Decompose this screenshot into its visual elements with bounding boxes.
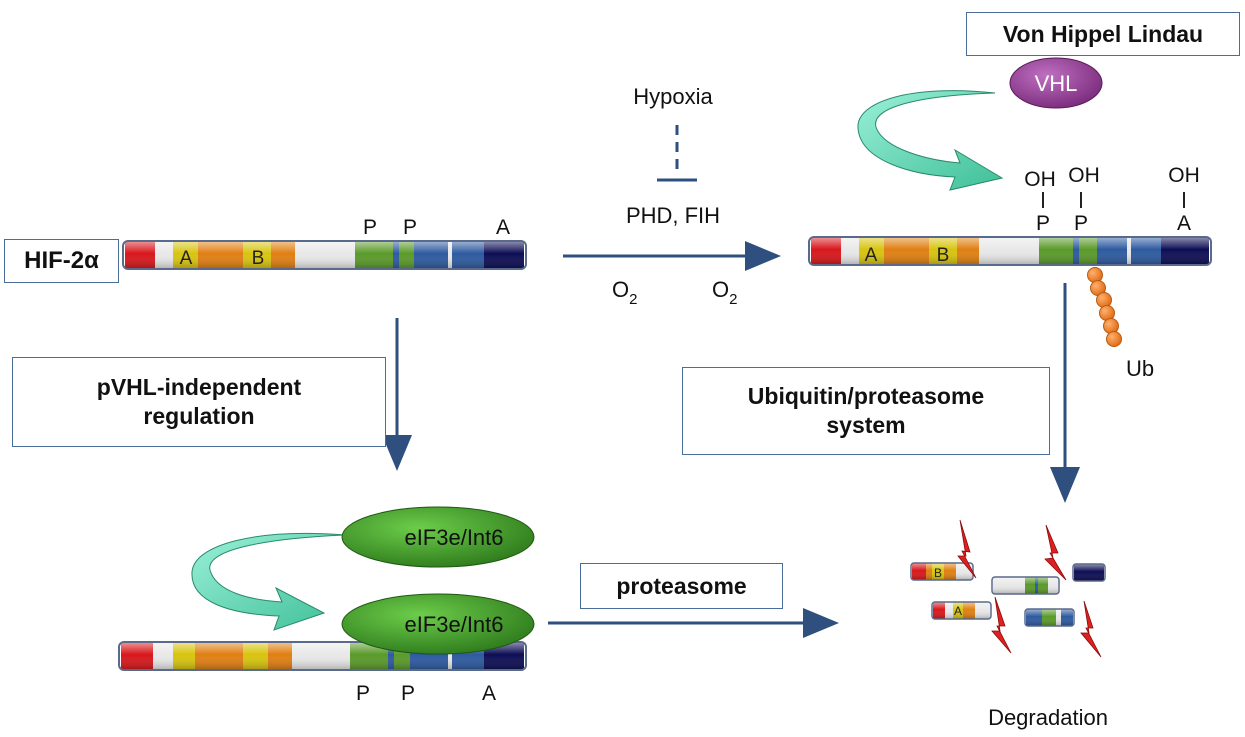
lightning-bolt-icon (1044, 524, 1067, 581)
phd-fih-label: PHD, FIH (626, 203, 720, 228)
domain-a-label: A (865, 245, 878, 266)
domain-a-label: A (180, 248, 193, 269)
hif2a-label: HIF-2α (24, 247, 99, 274)
hydroxyl-label: OH (1024, 168, 1056, 191)
fragment-b-label: B (934, 566, 942, 580)
hydroxyl-label: OH (1168, 164, 1200, 187)
degradation-fragments (910, 562, 1106, 627)
eif3e-oval-top (341, 506, 535, 568)
oxygen-label-left: O2 (612, 277, 637, 308)
hydroxyl-label: OH (1068, 164, 1100, 187)
ub-label: Ub (1126, 356, 1154, 381)
vhl-oval (1009, 57, 1103, 109)
residue-a-label: A (1177, 212, 1191, 235)
vhl-label: VHL (1035, 71, 1078, 96)
residue-a-label: A (496, 216, 510, 239)
residue-p-label: P (403, 216, 417, 239)
fragment-3 (1072, 563, 1106, 582)
pvhl-independent-label-line1: pVHL-independent (96, 374, 302, 401)
hypoxia-label: Hypoxia (633, 84, 713, 109)
fragment-4 (931, 601, 992, 620)
degradation-label: Degradation (988, 705, 1108, 730)
proteasome-label: proteasome (616, 572, 747, 599)
lightning-bolt-icon (1080, 600, 1102, 658)
ubiquitin-proteasome-box: Ubiquitin/proteasome system (682, 367, 1050, 455)
proteasome-box: proteasome (580, 563, 783, 609)
residue-p-label: P (1036, 212, 1050, 235)
residue-p-label: P (1074, 212, 1088, 235)
fragment-5 (1024, 608, 1075, 627)
hypoxia-inhibition-symbol (657, 125, 697, 182)
fragment-1 (910, 562, 974, 581)
residue-p-label: P (356, 682, 370, 705)
domain-b-label: B (252, 248, 265, 269)
eif-binding-curved-arrow (191, 532, 346, 631)
eif3e-label-top: eIF3e/Int6 (404, 525, 503, 550)
fragment-2 (991, 576, 1060, 595)
pvhl-independent-box: pVHL-independent regulation (12, 357, 386, 447)
von-hippel-lindau-label: Von Hippel Lindau (1002, 20, 1204, 47)
hif2a-label-box: HIF-2α (4, 239, 119, 283)
ubiquitin-proteasome-label-line1: Ubiquitin/proteasome (747, 383, 985, 410)
lightning-bolts (957, 519, 1102, 658)
pvhl-independent-label-line2: regulation (143, 403, 255, 429)
ubiquitin-chain (1087, 267, 1122, 347)
eif3e-label-bound: eIF3e/Int6 (404, 612, 503, 637)
fragment-a-label: A (954, 604, 962, 618)
domain-b-label: B (937, 245, 950, 266)
von-hippel-lindau-box: Von Hippel Lindau (966, 12, 1240, 56)
hif-protein-bar-left (122, 240, 527, 270)
residue-p-label: P (363, 216, 377, 239)
lightning-bolt-icon (957, 519, 977, 579)
residue-a-label: A (482, 682, 496, 705)
ubiquitin-proteasome-label-line2: system (826, 412, 906, 438)
hif-protein-bar-hydroxylated (808, 236, 1212, 266)
lightning-bolt-icon (991, 596, 1012, 654)
vhl-binding-curved-arrow (857, 90, 1004, 191)
eif3e-oval-bound (341, 593, 535, 655)
oxygen-label-right: O2 (712, 277, 737, 308)
residue-p-label: P (401, 682, 415, 705)
